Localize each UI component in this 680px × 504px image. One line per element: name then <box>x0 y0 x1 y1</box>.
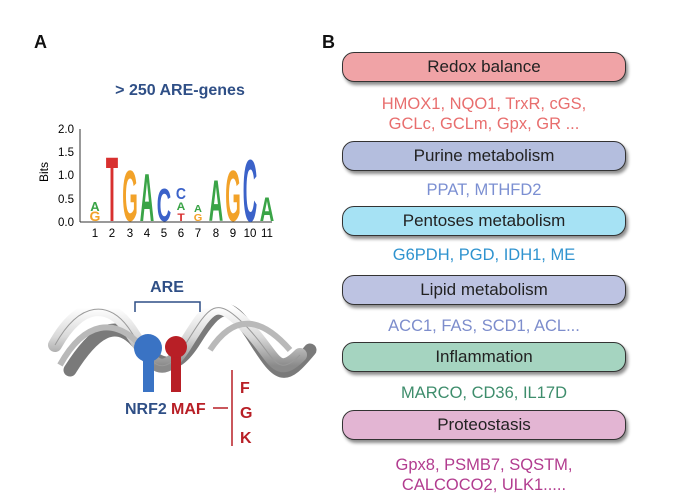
gene-list-line: Gpx8, PSMB7, SQSTM, <box>395 456 573 474</box>
x-tick-label: 11 <box>261 228 273 240</box>
logo-letter-g: G <box>90 208 101 224</box>
category-label: Redox balance <box>427 57 541 76</box>
nrf2-label: NRF2 <box>125 401 167 418</box>
x-tick-label: 10 <box>244 228 257 240</box>
y-tick-label: 0.0 <box>58 217 74 229</box>
logo-letter-a: A <box>90 199 100 214</box>
x-tick-label: 5 <box>161 228 167 240</box>
logo-letter-a: A <box>177 201 186 212</box>
gene-list-line: ACC1, FAS, SCD1, ACL... <box>388 317 580 335</box>
logo-letter-t: T <box>177 212 184 223</box>
x-tick-label: 3 <box>127 228 133 240</box>
category-genes-purine: PPAT, MTHFD2 <box>322 180 646 200</box>
category-label: Proteostasis <box>437 415 531 434</box>
are-genes-title: > 250 ARE-genes <box>115 82 245 99</box>
gene-list-line: G6PDH, PGD, IDH1, ME <box>392 246 576 264</box>
x-tick-label: 9 <box>230 228 236 240</box>
x-tick-label: 2 <box>109 228 115 240</box>
x-tick-label: 4 <box>144 228 151 240</box>
maf-variant-label: F <box>240 380 250 397</box>
category-label: Pentoses metabolism <box>402 211 566 230</box>
are-bracket <box>134 301 201 312</box>
category-label: Inflammation <box>435 347 533 366</box>
logo-y-axis-label: Bits <box>37 162 51 182</box>
x-tick-label: 8 <box>213 228 219 240</box>
logo-letters: G A T G A C T A C G A A G C A <box>90 139 275 241</box>
x-tick-label: 7 <box>195 228 201 240</box>
nrf2-protein-stem <box>143 352 154 392</box>
logo-letter-a: A <box>194 204 202 214</box>
category-box-proteostasis: Proteostasis <box>342 410 626 440</box>
maf-variant-label: G <box>240 405 252 422</box>
gene-list-line: CALCOCO2, ULK1..... <box>401 476 567 494</box>
gene-list-line: MARCO, CD36, IL17D <box>401 384 567 402</box>
category-genes-proteostasis: Gpx8, PSMB7, SQSTM, CALCOCO2, ULK1..... <box>322 455 646 495</box>
panel-a-letter: A <box>34 32 47 52</box>
maf-variant-label: K <box>240 430 252 447</box>
x-tick-label: 6 <box>178 228 184 240</box>
gene-list-line: HMOX1, NQO1, TrxR, cGS, <box>381 95 587 113</box>
dna-ridge <box>207 320 293 352</box>
logo-letter-c: C <box>157 179 171 231</box>
category-label: Lipid metabolism <box>420 280 548 299</box>
category-box-pentoses: Pentoses metabolism <box>342 206 626 236</box>
logo-letter-a: A <box>140 160 154 236</box>
logo-letter-g: G <box>194 213 203 223</box>
y-tick-label: 1.5 <box>58 147 74 159</box>
maf-label: MAF <box>171 401 206 418</box>
category-box-redox: Redox balance <box>342 52 626 82</box>
category-genes-redox: HMOX1, NQO1, TrxR, cGS, GCLc, GCLm, Gpx,… <box>322 94 646 134</box>
x-tick-label: 1 <box>92 228 98 240</box>
are-label: ARE <box>150 279 184 296</box>
logo-letter-g: G <box>225 157 241 237</box>
logo-letter-a: A <box>260 191 274 229</box>
maf-protein-stem <box>171 350 181 392</box>
y-tick-label: 1.0 <box>58 170 74 182</box>
logo-letter-c: C <box>176 186 186 203</box>
category-genes-pentoses: G6PDH, PGD, IDH1, ME <box>322 245 646 265</box>
y-tick-label: 0.5 <box>58 194 74 206</box>
maf-protein-head <box>165 336 187 358</box>
category-genes-inflammation: MARCO, CD36, IL17D <box>322 383 646 403</box>
dna-ridge <box>57 324 143 367</box>
logo-letter-a: A <box>209 170 223 234</box>
panel-b-letter: B <box>322 32 335 52</box>
category-box-lipid: Lipid metabolism <box>342 275 626 305</box>
nrf2-protein-head <box>134 334 162 362</box>
y-tick-label: 2.0 <box>58 124 74 136</box>
category-label: Purine metabolism <box>413 146 555 165</box>
logo-letter-c: C <box>243 141 257 240</box>
gene-list-line: GCLc, GCLm, Gpx, GR ... <box>388 115 580 133</box>
category-box-inflammation: Inflammation <box>342 342 626 372</box>
logo-letter-t: T <box>106 139 118 241</box>
category-box-purine: Purine metabolism <box>342 141 626 171</box>
gene-list-line: PPAT, MTHFD2 <box>426 181 542 199</box>
logo-letter-g: G <box>122 157 138 237</box>
category-genes-lipid: ACC1, FAS, SCD1, ACL... <box>322 316 646 336</box>
